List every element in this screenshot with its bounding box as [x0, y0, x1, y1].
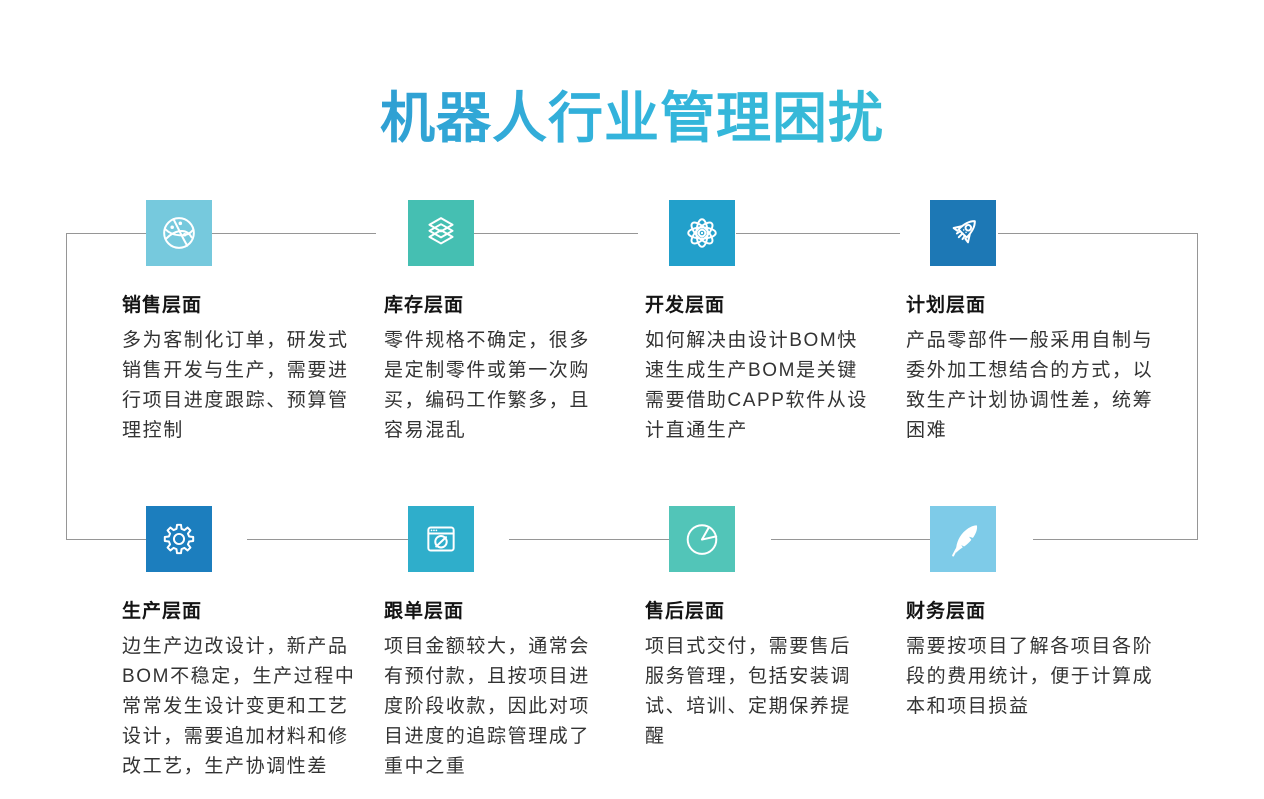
connector-line [66, 539, 146, 540]
card-title: 库存层面 [384, 295, 465, 316]
card-inventory: 库存层面 零件规格不确定，很多 是定制零件或第一次购 买，编码工作繁多，且 容易… [384, 200, 646, 446]
card-body: 产品零部件一般采用自制与 委外加工想结合的方式，以 致生产计划协调性差，统筹 困… [906, 330, 1154, 441]
card-development: 开发层面 如何解决由设计BOM快 速生成生产BOM是关键 需要借助CAPP软件从… [645, 200, 907, 446]
connector-line [247, 539, 408, 540]
card-body: 项目金额较大，通常会 有预付款，且按项目进 度阶段收款，因此对项 目进度的追踪管… [384, 636, 591, 777]
feather-icon [952, 525, 978, 557]
icon-tile [930, 506, 996, 572]
connector-line [474, 233, 638, 234]
card-title: 生产层面 [122, 601, 203, 622]
connector-line [736, 233, 900, 234]
connector-line [509, 539, 670, 540]
browser-compass-icon [427, 526, 455, 552]
connector-line [998, 233, 1197, 234]
card-sales: 销售层面 多为客制化订单，研发式 销售开发与生产，需要进 行项目进度跟踪、预算管… [122, 200, 384, 446]
icon-tile [146, 200, 212, 266]
card-after-sales: 售后层面 项目式交付，需要售后 服务管理，包括安装调 试、培训、定期保养提 醒 [645, 506, 907, 752]
card-title: 售后层面 [645, 601, 726, 622]
card-body: 边生产边改设计，新产品 BOM不稳定，生产过程中 常常发生设计变更和工艺 设计，… [122, 636, 356, 777]
card-body: 如何解决由设计BOM快 速生成生产BOM是关键 需要借助CAPP软件从设 计直通… [645, 330, 868, 441]
rocket-icon [952, 220, 976, 244]
gear-icon [163, 523, 195, 555]
network-globe-icon [163, 217, 195, 249]
card-order-tracking: 跟单层面 项目金额较大，通常会 有预付款，且按项目进 度阶段收款，因此对项 目进… [384, 506, 646, 782]
card-planning: 计划层面 产品零部件一般采用自制与 委外加工想结合的方式，以 致生产计划协调性差… [906, 200, 1168, 446]
card-production: 生产层面 边生产边改设计，新产品 BOM不稳定，生产过程中 常常发生设计变更和工… [122, 506, 384, 782]
connector-line [1033, 539, 1197, 540]
layers-icon [428, 217, 454, 245]
pie-chart-icon [686, 524, 718, 555]
connector-line [1197, 233, 1198, 540]
icon-tile [930, 200, 996, 266]
page-title: 机器人行业管理困扰 [0, 73, 1264, 153]
card-body: 多为客制化订单，研发式 销售开发与生产，需要进 行项目进度跟踪、预算管 理控制 [122, 330, 349, 441]
connector-line [212, 233, 376, 234]
card-finance: 财务层面 需要按项目了解各项目各阶 段的费用统计，便于计算成 本和项目损益 [906, 506, 1168, 722]
card-title: 计划层面 [906, 295, 987, 316]
card-title: 财务层面 [906, 601, 987, 622]
connector-line [66, 233, 67, 540]
connector-line [66, 233, 146, 234]
icon-tile [669, 200, 735, 266]
card-body: 项目式交付，需要售后 服务管理，包括安装调 试、培训、定期保养提 醒 [645, 636, 852, 747]
icon-tile [669, 506, 735, 572]
card-title: 开发层面 [645, 295, 726, 316]
card-body: 需要按项目了解各项目各阶 段的费用统计，便于计算成 本和项目损益 [906, 636, 1154, 717]
icon-tile [408, 506, 474, 572]
icon-tile [408, 200, 474, 266]
card-body: 零件规格不确定，很多 是定制零件或第一次购 买，编码工作繁多，且 容易混乱 [384, 330, 591, 441]
card-title: 销售层面 [122, 295, 203, 316]
card-title: 跟单层面 [384, 601, 465, 622]
connector-line [771, 539, 932, 540]
atom-icon [687, 218, 717, 248]
icon-tile [146, 506, 212, 572]
